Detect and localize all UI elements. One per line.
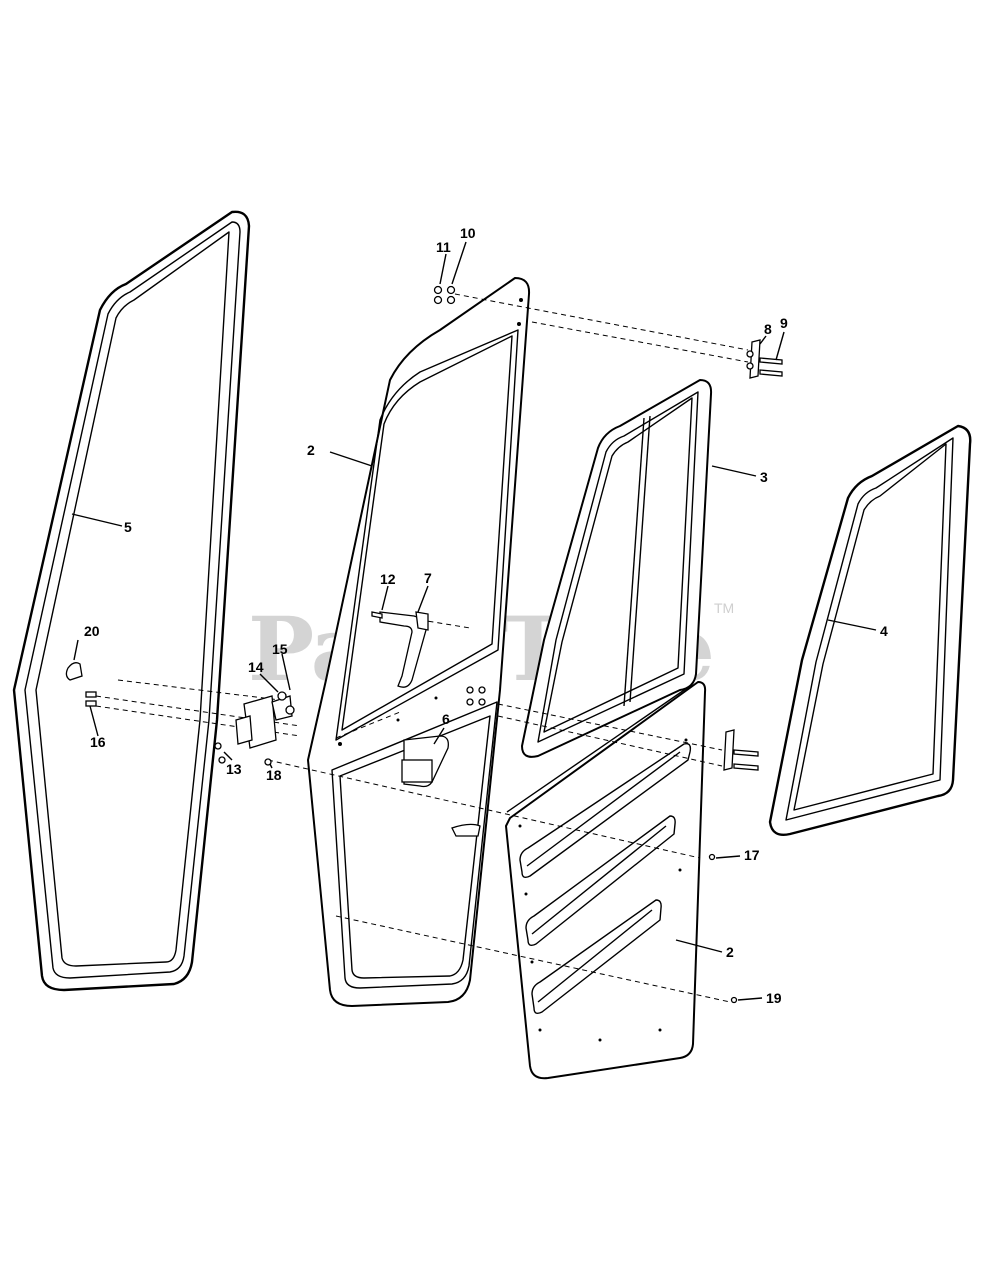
callout-19: 19 <box>766 990 782 1006</box>
callout-15: 15 <box>272 641 288 657</box>
leader-lines <box>71 241 877 1001</box>
part-16-screws <box>85 691 97 707</box>
part-13-screw-b <box>218 756 226 764</box>
callout-2-frame: 2 <box>307 442 315 458</box>
part-4-window-seal <box>768 424 972 836</box>
nuts-top <box>433 285 456 305</box>
part-17-rivet <box>708 853 716 861</box>
part-7-inner-handle <box>379 611 429 688</box>
callout-3: 3 <box>760 469 768 485</box>
callout-20: 20 <box>84 623 100 639</box>
latch-assembly <box>235 691 295 749</box>
nuts-mid <box>466 686 486 706</box>
callout-labels: 2 2 3 4 5 6 7 8 9 10 11 12 13 14 15 16 1… <box>84 225 888 1006</box>
part-12-screw <box>371 611 383 619</box>
callout-7: 7 <box>424 570 432 586</box>
part-5-door-seal <box>12 210 251 992</box>
hinge-lower <box>723 729 759 771</box>
callout-5: 5 <box>124 519 132 535</box>
callout-2-panel: 2 <box>726 944 734 960</box>
part-19-rivet <box>730 996 738 1004</box>
part-2-lower-panel <box>505 681 707 1080</box>
callout-9: 9 <box>780 315 788 331</box>
callout-8: 8 <box>764 321 772 337</box>
explosion-lines <box>95 293 749 1003</box>
callout-12: 12 <box>380 571 396 587</box>
callout-13: 13 <box>226 761 242 777</box>
callout-6: 6 <box>442 711 450 727</box>
callout-16: 16 <box>90 734 106 750</box>
part-13-screw <box>214 742 222 750</box>
callout-14: 14 <box>248 659 264 675</box>
part-3-window-glass <box>521 379 713 758</box>
part-18-nut <box>264 758 272 766</box>
watermark-trademark: TM <box>714 600 734 616</box>
callout-18: 18 <box>266 767 282 783</box>
callout-17: 17 <box>744 847 760 863</box>
callout-11: 11 <box>436 239 451 255</box>
callout-10: 10 <box>460 225 476 241</box>
part-20-bumper <box>65 662 83 681</box>
part-6-outer-handle <box>401 735 481 837</box>
callout-4: 4 <box>880 623 888 639</box>
